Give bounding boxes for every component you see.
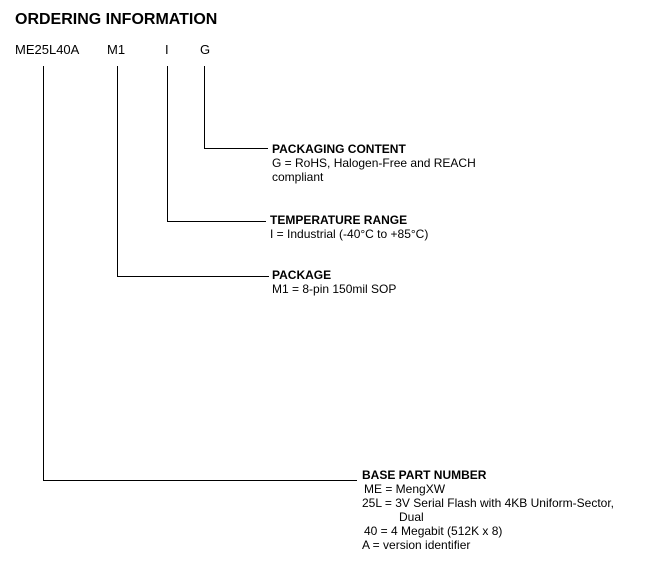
leader-temperature-vertical [167, 66, 168, 221]
base-part-number-line: Dual [399, 510, 424, 524]
packaging-content-line: compliant [272, 170, 324, 184]
code-base-part: ME25L40A [15, 42, 80, 57]
page-title: ORDERING INFORMATION [15, 11, 218, 28]
code-package: M1 [107, 42, 126, 57]
base-part-number-title: BASE PART NUMBER [362, 468, 487, 482]
leader-base-horizontal [43, 480, 357, 481]
packaging-content-line: G = RoHS, Halogen-Free and REACH [272, 156, 476, 170]
base-part-number-line: ME = MengXW [364, 482, 446, 496]
leader-package-vertical [117, 66, 118, 276]
code-temperature: I [165, 42, 169, 57]
leader-package-horizontal [117, 276, 269, 277]
packaging-content-title: PACKAGING CONTENT [272, 142, 406, 156]
base-part-number-block: BASE PART NUMBER ME = MengXW 25L = 3V Se… [362, 468, 614, 552]
leader-temperature-horizontal [167, 221, 266, 222]
leader-packaging-horizontal [204, 148, 268, 149]
package-block: PACKAGE M1 = 8-pin 150mil SOP [272, 268, 396, 296]
temperature-range-title: TEMPERATURE RANGE [270, 213, 408, 227]
packaging-content-block: PACKAGING CONTENT G = RoHS, Halogen-Free… [272, 142, 476, 184]
base-part-number-line: 40 = 4 Megabit (512K x 8) [364, 524, 503, 538]
base-part-number-line: 25L = 3V Serial Flash with 4KB Uniform-S… [362, 496, 614, 510]
temperature-range-line: I = Industrial (-40°C to +85°C) [270, 227, 429, 241]
package-title: PACKAGE [272, 268, 332, 282]
base-part-number-line: A = version identifier [362, 538, 471, 552]
code-packaging: G [200, 42, 211, 57]
package-line: M1 = 8-pin 150mil SOP [272, 282, 397, 296]
temperature-range-block: TEMPERATURE RANGE I = Industrial (-40°C … [270, 213, 428, 241]
leader-packaging-vertical [204, 66, 205, 148]
leader-base-vertical [43, 66, 44, 480]
